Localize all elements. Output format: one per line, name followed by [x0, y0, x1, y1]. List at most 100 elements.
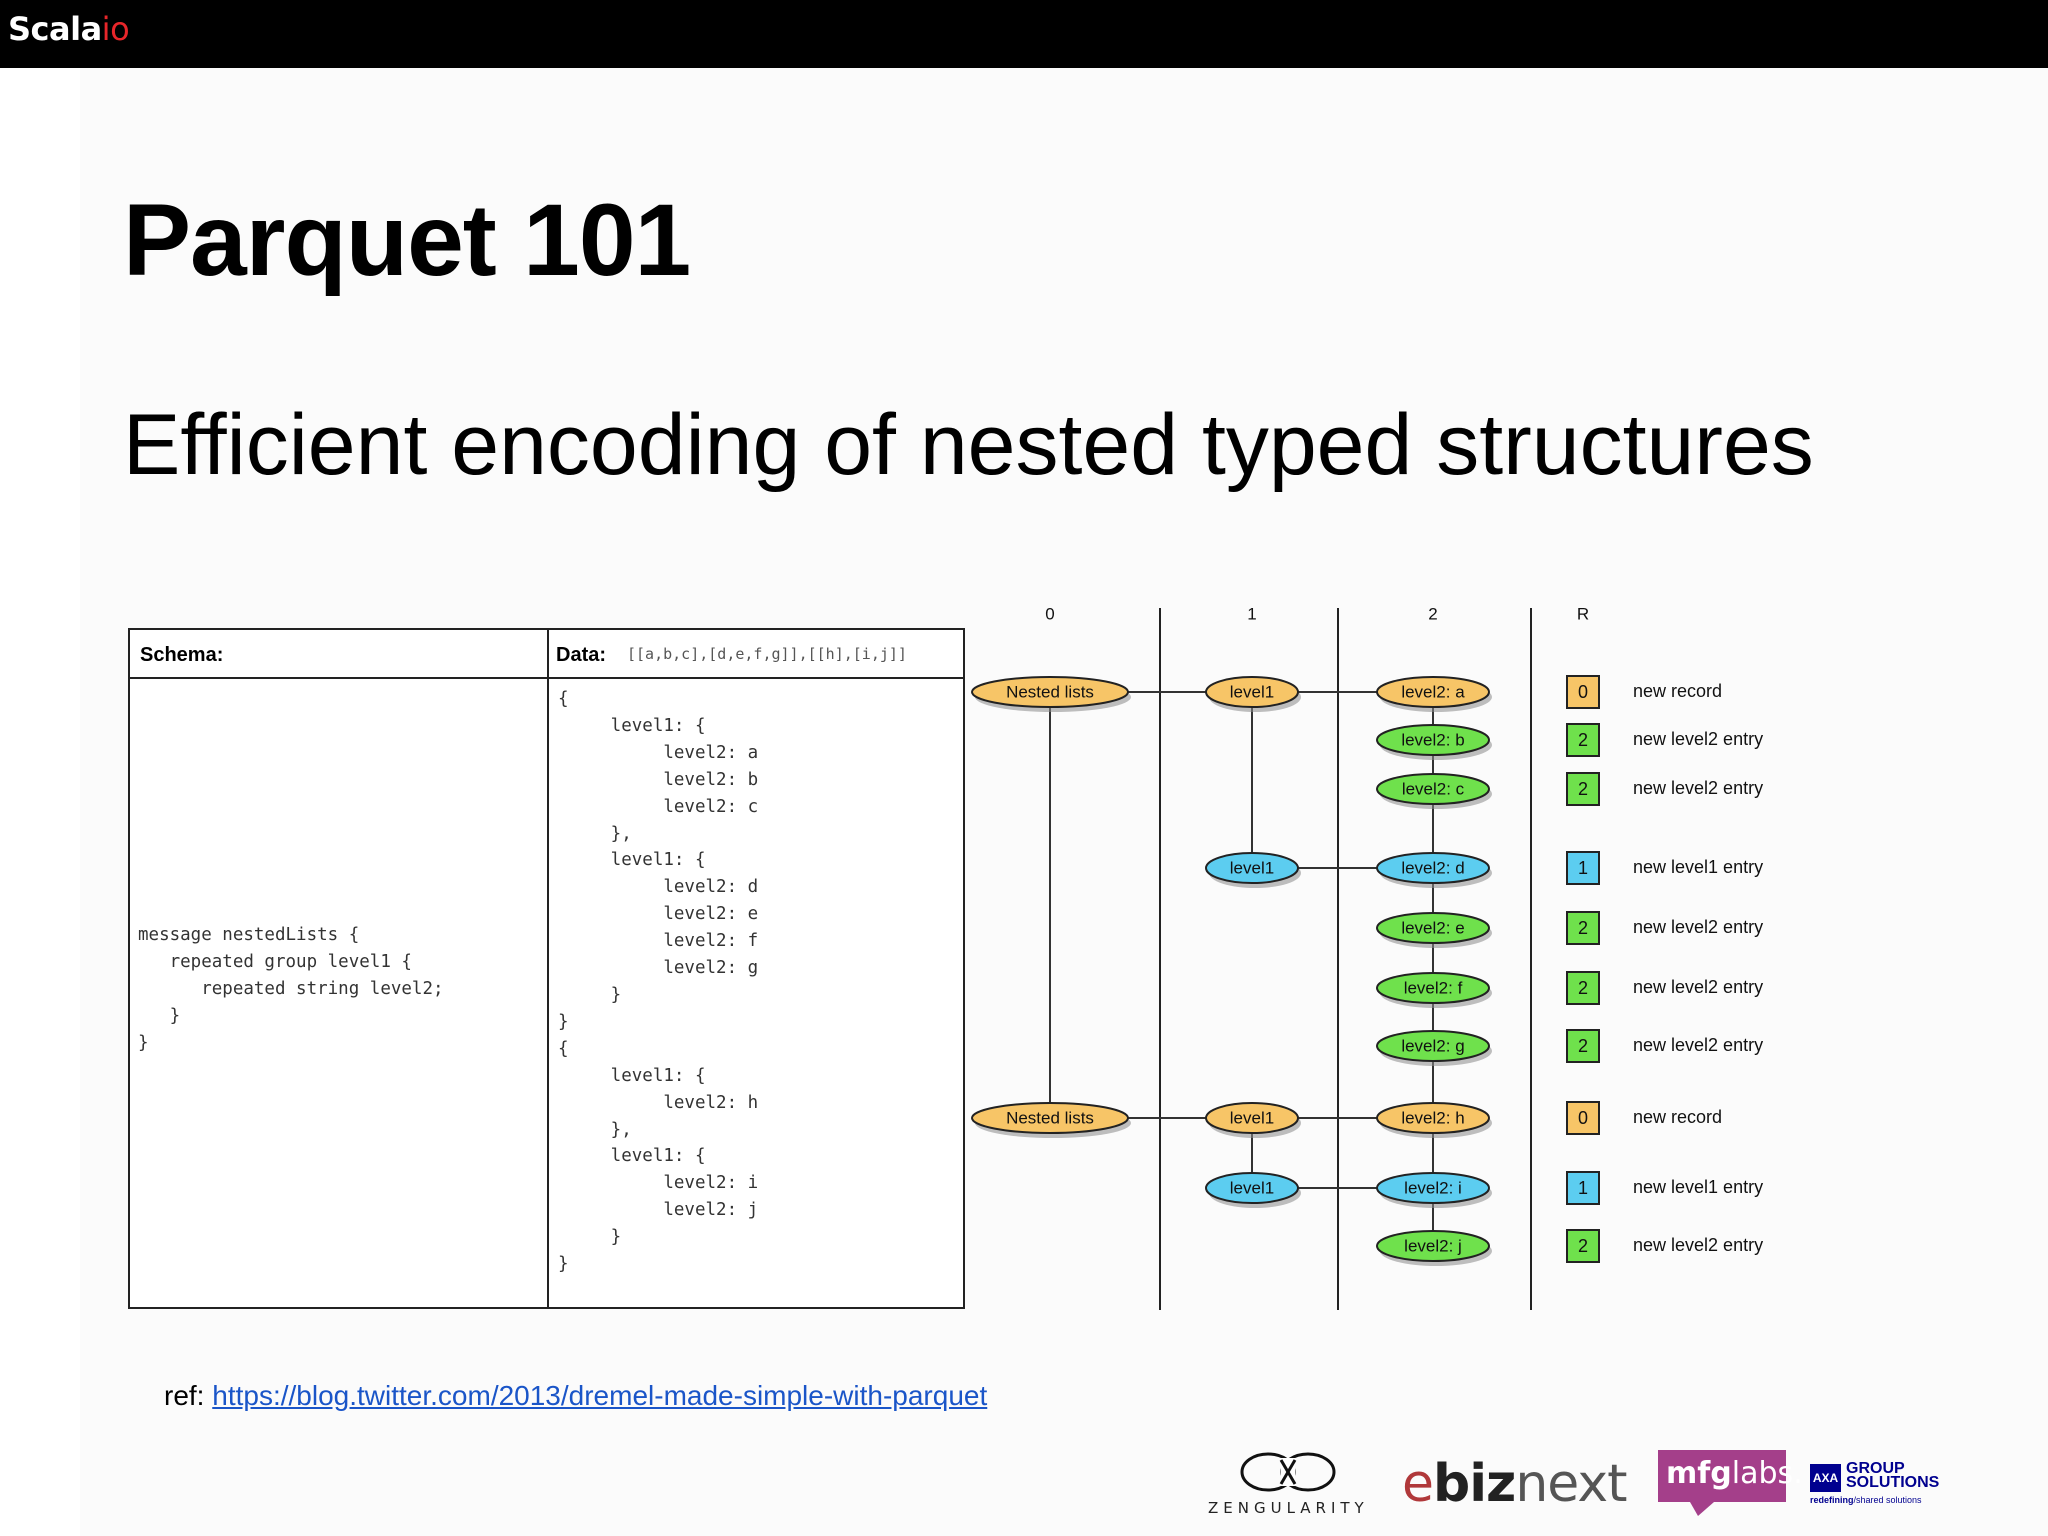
- repetition-level-box: [1566, 1101, 1600, 1135]
- mfglabs-logo: mfglabs.: [1658, 1450, 1803, 1516]
- repetition-level-value: 2: [1578, 1236, 1588, 1256]
- column-header: 0: [1045, 604, 1054, 623]
- repetition-level-description: new level2 entry: [1633, 917, 1763, 937]
- node-ellipse: [1376, 972, 1490, 1004]
- node-label: level2: g: [1401, 1036, 1464, 1055]
- repetition-level-value: 2: [1578, 730, 1588, 750]
- ebiznext-logo: ebiznext: [1402, 1454, 1628, 1514]
- level1-node: level1: [1205, 1102, 1301, 1138]
- table-header-row: [130, 630, 963, 679]
- node-label: level2: i: [1404, 1178, 1462, 1197]
- node-label: level2: c: [1402, 779, 1465, 798]
- node-ellipse: [971, 1102, 1129, 1134]
- level2-node: level2: h: [1376, 1102, 1492, 1138]
- level2-node: level2: f: [1376, 972, 1492, 1008]
- node-ellipse: [1376, 1102, 1490, 1134]
- level2-node: level2: a: [1376, 676, 1492, 712]
- column-header: 2: [1428, 604, 1437, 623]
- column-header: R: [1577, 604, 1589, 623]
- level2-node: level2: d: [1376, 852, 1492, 888]
- repetition-level-description: new level2 entry: [1633, 729, 1763, 749]
- level2-node: level2: b: [1376, 724, 1492, 760]
- repetition-level-description: new record: [1633, 1107, 1722, 1127]
- mfglabs-badge-icon: [1658, 1450, 1786, 1516]
- node-label: level2: f: [1404, 978, 1463, 997]
- repetition-level-description: new level1 entry: [1633, 1177, 1763, 1197]
- zengularity-infinity-icon: [1240, 1452, 1336, 1492]
- nested-lists-node: Nested lists: [971, 1102, 1131, 1138]
- repetition-level-box: [1566, 1171, 1600, 1205]
- data-header-value: [[a,b,c],[d,e,f,g]],[[h],[i,j]]: [627, 645, 907, 663]
- repetition-level-box: [1566, 851, 1600, 885]
- level2-node: level2: c: [1376, 773, 1492, 809]
- level2-node: level2: g: [1376, 1030, 1492, 1066]
- node-ellipse: [1376, 773, 1490, 805]
- axa-group-solutions-logo: AXA GROUP SOLUTIONS redefining/shared so…: [1810, 1460, 1960, 1508]
- repetition-level-value: 2: [1578, 978, 1588, 998]
- reference-link[interactable]: https://blog.twitter.com/2013/dremel-mad…: [212, 1380, 988, 1411]
- zengularity-logo: ZENGULARITY: [1205, 1448, 1370, 1518]
- repetition-level-description: new level2 entry: [1633, 1035, 1763, 1055]
- schema-data-table: Schema: Data: [[a,b,c],[d,e,f,g]],[[h],[…: [128, 628, 965, 1309]
- table-column-divider: [547, 630, 549, 1307]
- node-ellipse: [1376, 912, 1490, 944]
- node-ellipse: [1376, 1030, 1490, 1062]
- data-code: { level1: { level2: a level2: b level2: …: [558, 689, 759, 1275]
- connectors: [1049, 691, 1434, 1246]
- repetition-level-description: new level2 entry: [1633, 778, 1763, 798]
- level1-node: level1: [1205, 852, 1301, 888]
- data-header-label: Data:: [556, 644, 607, 666]
- repetition-level-description: new level2 entry: [1633, 1235, 1763, 1255]
- node-label: level2: e: [1401, 918, 1464, 937]
- node-label: Nested lists: [1006, 1108, 1094, 1127]
- axa-tagline-bold: redefining: [1810, 1495, 1854, 1505]
- schema-header: Schema:: [140, 644, 224, 666]
- level1-node: level1: [1205, 1172, 1301, 1208]
- node-label: level2: j: [1404, 1236, 1462, 1255]
- reference: ref: https://blog.twitter.com/2013/dreme…: [164, 1380, 987, 1412]
- node-ellipse: [1205, 1172, 1299, 1204]
- node-label: level2: h: [1401, 1108, 1464, 1127]
- schema-code: message nestedLists { repeated group lev…: [138, 925, 444, 1053]
- node-label: level2: a: [1401, 682, 1465, 701]
- node-ellipse: [1376, 852, 1490, 884]
- node-label: level1: [1230, 1108, 1274, 1127]
- repetition-level-value: 1: [1578, 1178, 1588, 1198]
- mfglabs-wordmark: labs.: [1731, 1456, 1803, 1491]
- node-ellipse: [1205, 676, 1299, 708]
- level2-node: level2: i: [1376, 1172, 1492, 1208]
- node-label: level1: [1230, 1178, 1274, 1197]
- node-label: Nested lists: [1006, 682, 1094, 701]
- repetition-level-value: 0: [1578, 682, 1588, 702]
- node-ellipse: [1376, 724, 1490, 756]
- level2-node: level2: e: [1376, 912, 1492, 948]
- node-ellipse: [1376, 676, 1490, 708]
- repetition-level-description: new record: [1633, 681, 1722, 701]
- axa-line1: GROUP: [1846, 1460, 1905, 1477]
- node-label: level1: [1230, 682, 1274, 701]
- scalaio-logo: Scalaio: [8, 10, 130, 48]
- repetition-level-value: 0: [1578, 1108, 1588, 1128]
- node-ellipse: [1376, 1172, 1490, 1204]
- axa-line2: SOLUTIONS: [1846, 1474, 1940, 1491]
- level2-node: level2: j: [1376, 1230, 1492, 1266]
- repetition-level-value: 2: [1578, 918, 1588, 938]
- node-ellipse: [1205, 1102, 1299, 1134]
- repetition-level-box: [1566, 911, 1600, 945]
- node-label: level1: [1230, 858, 1274, 877]
- node-ellipse: [1205, 852, 1299, 884]
- data-header: Data: [[a,b,c],[d,e,f,g]],[[h],[i,j]]: [556, 644, 907, 667]
- repetition-level-box: [1566, 723, 1600, 757]
- repetition-level-box: [1566, 675, 1600, 709]
- repetition-level-description: new level1 entry: [1633, 857, 1763, 877]
- axa-icon: AXA: [1810, 1464, 1841, 1492]
- axa-tagline: /shared solutions: [1853, 1495, 1922, 1505]
- node-ellipse: [1376, 1230, 1490, 1262]
- slide-title: Parquet 101: [123, 183, 691, 297]
- top-bar: Scalaio: [0, 0, 2048, 68]
- repetition-level-value: 1: [1578, 858, 1588, 878]
- mfglabs-wordmark-bold: mfg: [1666, 1456, 1732, 1491]
- column-header: 1: [1247, 604, 1256, 623]
- nested-lists-node: Nested lists: [971, 676, 1131, 712]
